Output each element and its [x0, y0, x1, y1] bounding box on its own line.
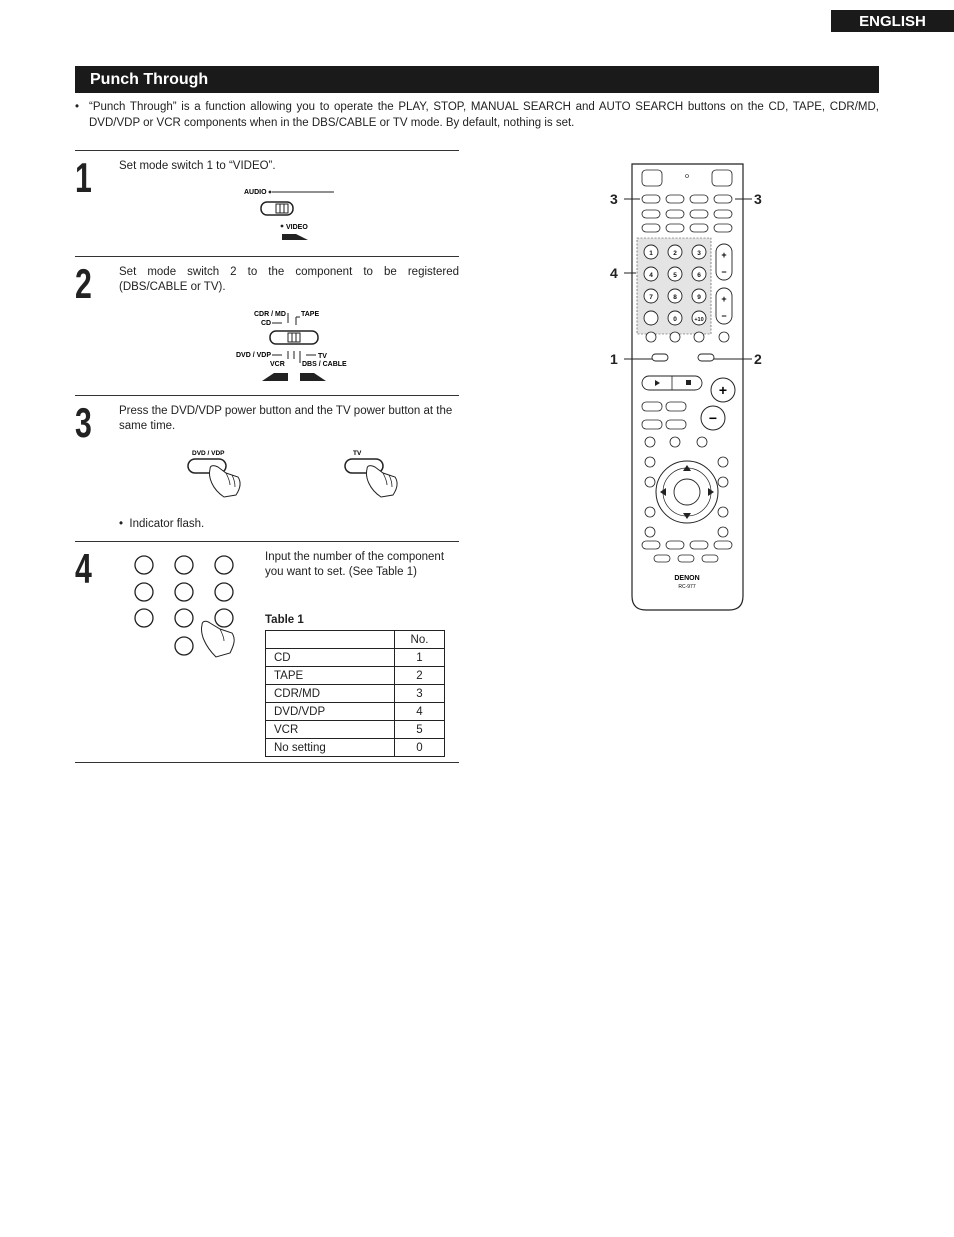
step-2-number: 2	[75, 260, 92, 307]
step-divider	[75, 762, 459, 763]
key-3: 3	[697, 250, 701, 257]
step-2-text: Set mode switch 2 to the component to be…	[119, 266, 459, 293]
audio-label: AUDIO	[244, 189, 267, 196]
tv-button-label: TV	[353, 450, 362, 457]
table-header-row: No.	[265, 630, 445, 649]
remote-mode-switch-2	[697, 353, 715, 362]
table-row: CD 1	[265, 648, 445, 667]
mode-switch-1-diagram: AUDIO VIDEO	[244, 189, 334, 240]
table-row: CDR/MD 3	[265, 684, 445, 703]
svg-text:−: −	[709, 410, 717, 426]
step-1-number: 1	[75, 154, 92, 201]
note-bullet: •	[119, 518, 124, 530]
dvd-vdp-power-press-illustration: DVD / VDP	[187, 450, 241, 498]
header-name	[265, 630, 395, 649]
component-number: 5	[394, 720, 445, 739]
component-number: 0	[394, 738, 445, 757]
component-name: DVD/VDP	[265, 702, 395, 721]
key-8: 8	[673, 294, 677, 301]
table-row: TAPE 2	[265, 666, 445, 685]
header-no: No.	[394, 630, 445, 649]
intro-text: “Punch Through” is a function allowing y…	[89, 101, 879, 129]
step-divider	[75, 541, 459, 542]
dvd-vdp-button-label: DVD / VDP	[192, 450, 225, 457]
callout-4: 4	[610, 265, 618, 281]
remote-number-keys	[643, 244, 707, 326]
step-3-text: Press the DVD/VDP power button and the T…	[119, 405, 453, 432]
language-tab: ENGLISH	[831, 10, 954, 32]
intro-bullet: •	[75, 101, 80, 113]
component-number: 1	[394, 648, 445, 667]
step-3-number: 3	[75, 399, 92, 446]
key-5: 5	[673, 272, 677, 279]
component-name: CD	[265, 648, 395, 667]
remote-brand: DENON	[674, 575, 699, 582]
step-3-note: • Indicator flash.	[119, 517, 204, 532]
key-9: 9	[697, 294, 701, 301]
cdr-md-label: CDR / MD	[254, 311, 286, 318]
remote-model: RC-977	[678, 584, 695, 590]
component-number-table: No. CD 1 TAPE 2 CDR/MD 3 DVD/VDP 4 VCR 5…	[265, 630, 445, 757]
callout-3-right: 3	[754, 191, 762, 207]
key-plus10: +10	[694, 317, 703, 323]
table-row: VCR 5	[265, 720, 445, 739]
component-number: 4	[394, 702, 445, 721]
note-text: Indicator flash.	[129, 518, 205, 530]
dbs-cable-label: DBS / CABLE	[302, 361, 347, 368]
mode-switch-2-diagram: CDR / MD CD TAPE DVD / VDP TV VCR DBS / …	[236, 311, 347, 381]
svg-text:−: −	[721, 267, 726, 277]
remote-control-illustration: 1 2 3 4 5 6 7 8 9 0 +10 + − + − + −	[624, 163, 752, 611]
step-divider	[75, 395, 459, 396]
section-title: Punch Through	[75, 66, 879, 93]
table-caption: Table 1	[265, 614, 304, 626]
svg-text:+: +	[721, 250, 726, 260]
video-label: VIDEO	[286, 224, 308, 231]
key-6: 6	[697, 272, 701, 279]
key-1: 1	[649, 250, 653, 257]
step-4-text: Input the number of the component you wa…	[265, 551, 445, 578]
key-2: 2	[673, 250, 677, 257]
component-number: 3	[394, 684, 445, 703]
dvd-vdp-label: DVD / VDP	[236, 352, 271, 359]
key-0: 0	[673, 316, 677, 323]
step-4-number: 4	[75, 545, 92, 592]
svg-text:+: +	[719, 382, 727, 398]
tv-label: TV	[318, 353, 327, 360]
table-row: DVD/VDP 4	[265, 702, 445, 721]
callout-1: 1	[610, 351, 618, 367]
intro-paragraph: • “Punch Through” is a function allowing…	[75, 99, 879, 131]
key-4: 4	[649, 272, 653, 279]
component-name: No setting	[265, 738, 395, 757]
table-row: No setting 0	[265, 738, 445, 757]
callout-2: 2	[754, 351, 762, 367]
callout-3-left: 3	[610, 191, 618, 207]
step-divider	[75, 150, 459, 151]
component-name: VCR	[265, 720, 395, 739]
step-divider	[75, 256, 459, 257]
tv-power-press-illustration: TV	[344, 450, 398, 498]
component-name: CDR/MD	[265, 684, 395, 703]
remote-mode-switch-1	[651, 353, 669, 362]
key-7: 7	[649, 294, 653, 301]
vcr-label: VCR	[270, 361, 285, 368]
tape-label: TAPE	[301, 311, 319, 318]
number-keypad-illustration	[134, 555, 235, 658]
component-name: TAPE	[265, 666, 395, 685]
component-number: 2	[394, 666, 445, 685]
svg-text:+: +	[721, 294, 726, 304]
step-1-text: Set mode switch 1 to “VIDEO”.	[119, 160, 276, 172]
cd-label: CD	[261, 320, 271, 327]
svg-text:−: −	[721, 311, 726, 321]
